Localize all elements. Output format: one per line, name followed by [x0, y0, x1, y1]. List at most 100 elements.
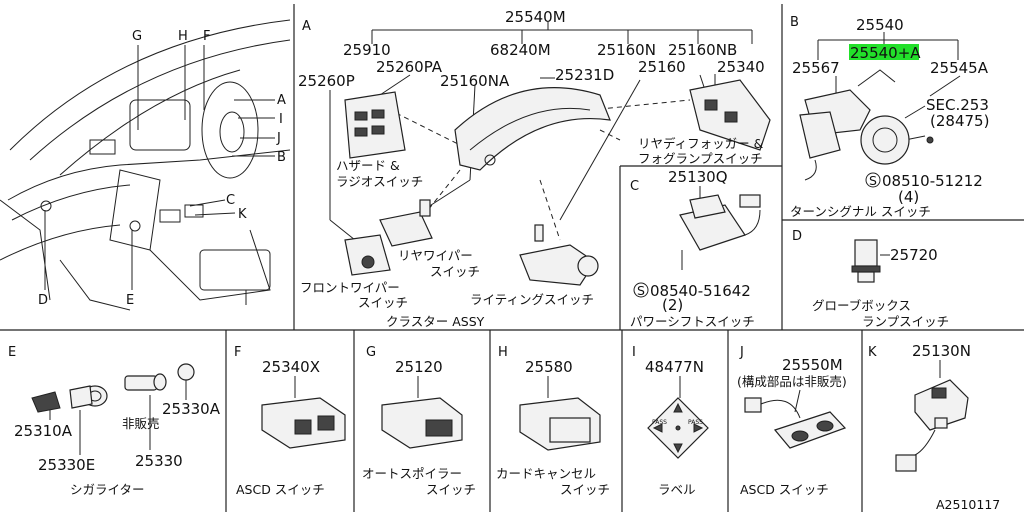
- part-25545A: 25545A: [930, 59, 989, 77]
- section-c-letter: C: [630, 179, 639, 194]
- not-sold-label: 非販売: [122, 416, 160, 431]
- ascd-switch-f-part: [261, 397, 346, 449]
- rear-fog-label-1: リヤディフォッガー &: [638, 136, 764, 151]
- section-e-letter: E: [8, 345, 16, 360]
- ascd-switch-j-part: [744, 397, 847, 449]
- auto-spoiler-label-1: オートスポイラー: [362, 466, 462, 481]
- cluster-lid-part: [454, 87, 611, 171]
- screw-qty-2: (2): [662, 296, 683, 314]
- auto-spoiler-label-2: スイッチ: [426, 482, 476, 497]
- highlight-marker: [849, 44, 919, 60]
- k-switch-part: [895, 379, 969, 472]
- part-25330: 25330: [135, 452, 183, 470]
- cigarette-lighter-parts: [31, 363, 195, 455]
- rear-wiper-label-1: リヤワイパー: [398, 248, 473, 263]
- part-25550M: 25550M: [782, 356, 843, 374]
- hazard-radio-label-2: ラジオスイッチ: [336, 174, 423, 189]
- callout-g: G: [132, 29, 142, 44]
- section-i-letter: I: [632, 345, 636, 360]
- callout-c: C: [226, 193, 235, 208]
- hazard-radio-label-1: ハザード &: [336, 158, 400, 173]
- callout-a: A: [277, 93, 286, 108]
- part-25540M: 25540M: [505, 8, 566, 26]
- rear-fog-label-2: フォグランプスイッチ: [638, 151, 763, 166]
- rear-wiper-label-2: スイッチ: [430, 264, 480, 279]
- section-b-letter: B: [790, 15, 799, 30]
- label-name: ラベル: [658, 482, 696, 497]
- screw-s-letter: S: [869, 173, 877, 188]
- part-25910: 25910: [343, 41, 391, 59]
- card-cancel-label-1: カードキャンセル: [496, 466, 596, 481]
- screw-qty-4: (4): [898, 188, 919, 206]
- not-sold-note: (構成部品は非販売): [737, 374, 847, 389]
- card-cancel-switch-part: [519, 397, 601, 451]
- callout-j: J: [276, 131, 281, 146]
- part-25160: 25160: [638, 58, 686, 76]
- part-25260PA: 25260PA: [376, 58, 443, 76]
- ascd-switch-j-label: ASCD スイッチ: [740, 482, 829, 497]
- panel-borders: [0, 4, 1024, 512]
- callout-h: H: [178, 29, 188, 44]
- part-25160N: 25160N: [597, 41, 656, 59]
- section-d-letter: D: [792, 229, 802, 244]
- part-25130Q: 25130Q: [668, 168, 728, 186]
- part-25130N: 25130N: [912, 342, 971, 360]
- part-25340X: 25340X: [262, 358, 320, 376]
- part-25160NA: 25160NA: [440, 72, 510, 90]
- section-g-letter: G: [366, 345, 376, 360]
- rear-wiper-switch-part: [344, 199, 433, 276]
- part-25231D: 25231D: [555, 66, 614, 84]
- ascd-switch-f-label: ASCD スイッチ: [236, 482, 325, 497]
- power-shift-switch-part: [679, 194, 761, 270]
- turn-signal-label: ターンシグナル スイッチ: [790, 204, 931, 219]
- turn-signal-switch-part: [799, 69, 934, 181]
- label-sticker-part: [647, 397, 709, 459]
- callout-i: I: [279, 112, 283, 127]
- part-25580: 25580: [525, 358, 573, 376]
- callout-k: K: [238, 207, 247, 222]
- label-pass-left: PASS: [652, 419, 667, 426]
- part-48477N: 48477N: [645, 358, 704, 376]
- part-25330A: 25330A: [162, 400, 221, 418]
- part-25310A: 25310A: [14, 422, 73, 440]
- card-cancel-label-2: スイッチ: [560, 482, 610, 497]
- part-25720: 25720: [890, 246, 938, 264]
- part-25567: 25567: [792, 59, 840, 77]
- dashboard-overview: [0, 19, 291, 311]
- part-25540: 25540: [856, 16, 904, 34]
- label-pass-right: PASS: [688, 419, 703, 426]
- screw-s-icon: [865, 172, 881, 188]
- callout-f: F: [203, 29, 210, 44]
- glove-box-lamp-switch-part: [851, 239, 890, 283]
- rear-fog-switch-part: [689, 79, 771, 151]
- section-k-letter: K: [868, 345, 877, 360]
- glove-box-label-1: グローブボックス: [812, 298, 911, 313]
- section-f-letter: F: [234, 345, 241, 360]
- part-25160NB: 25160NB: [668, 41, 737, 59]
- figure-id: A2510117: [936, 497, 1000, 512]
- lighting-switch-label: ライティングスイッチ: [470, 292, 594, 307]
- section-a-letter: A: [302, 19, 311, 34]
- leader-j: [794, 389, 801, 413]
- part-25120: 25120: [395, 358, 443, 376]
- screw-08510-51212: 08510-51212: [882, 172, 983, 190]
- section-j-letter: J: [739, 345, 744, 360]
- callout-d: D: [38, 293, 48, 308]
- front-wiper-label-2: スイッチ: [358, 295, 408, 310]
- power-shift-label: パワーシフトスイッチ: [630, 314, 755, 329]
- sec-253: SEC.253: [926, 96, 989, 114]
- screw-08540-51642: 08540-51642: [650, 282, 751, 300]
- part-25260P: 25260P: [298, 72, 355, 90]
- lighting-switch-part: [519, 224, 599, 286]
- sec-28475: (28475): [930, 112, 989, 130]
- part-25540A-highlight: 25540+A: [850, 44, 921, 62]
- callout-b: B: [277, 150, 286, 165]
- part-25340: 25340: [717, 58, 765, 76]
- screw-s-letter-c: S: [637, 283, 645, 298]
- hazard-radio-switch-part: [344, 91, 406, 159]
- part-25330E: 25330E: [38, 456, 95, 474]
- screw-s-icon-c: [633, 282, 649, 298]
- callout-e: E: [126, 293, 134, 308]
- auto-spoiler-switch-part: [381, 397, 463, 449]
